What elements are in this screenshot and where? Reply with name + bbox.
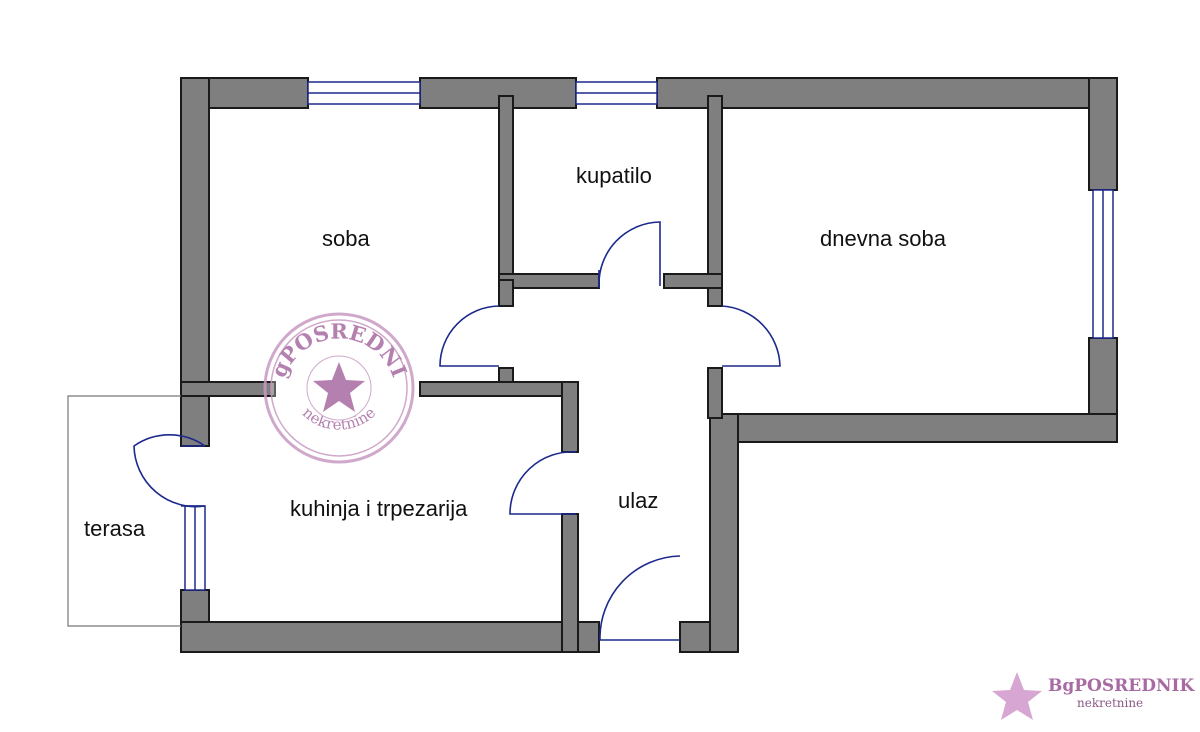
wall-bath-bottom-right bbox=[663, 273, 723, 289]
windows bbox=[184, 81, 1114, 591]
window-bathroom-top bbox=[575, 81, 658, 105]
label-ulaz: ulaz bbox=[618, 488, 658, 513]
label-kuhinja: kuhinja i trpezarija bbox=[290, 496, 468, 521]
window-bedroom-top bbox=[307, 81, 421, 105]
watermark-corner: BgPOSREDNIK nekretnine bbox=[992, 672, 1195, 720]
wall-living-left-lower bbox=[707, 367, 723, 419]
label-kupatilo: kupatilo bbox=[576, 163, 652, 188]
doors bbox=[133, 221, 781, 641]
door-entrance bbox=[599, 555, 681, 641]
wall-living-bottom bbox=[709, 413, 1118, 443]
wall-bottom-left bbox=[180, 621, 600, 653]
corner-brand-text: BgPOSREDNIK bbox=[1048, 676, 1195, 696]
label-terasa: terasa bbox=[84, 516, 146, 541]
door-kitchen bbox=[509, 451, 577, 515]
wall-bed-right-upper bbox=[498, 279, 514, 307]
wall-entrance-right bbox=[709, 413, 739, 653]
corner-star-icon bbox=[992, 672, 1042, 720]
walls bbox=[180, 77, 1118, 653]
window-kitchen-left bbox=[184, 505, 206, 591]
wall-top-right bbox=[656, 77, 1118, 109]
door-living bbox=[721, 305, 781, 367]
label-soba: soba bbox=[322, 226, 370, 251]
wall-kitchen-right-lower bbox=[561, 513, 579, 653]
wall-bed-kitchen-left bbox=[180, 381, 276, 397]
window-living-right bbox=[1092, 189, 1114, 339]
door-bedroom bbox=[439, 305, 500, 367]
wall-kitchen-right-upper bbox=[561, 381, 579, 453]
wall-bath-left bbox=[498, 95, 514, 287]
wall-bed-kitchen-right bbox=[419, 381, 579, 397]
wall-right-upper bbox=[1088, 77, 1118, 191]
door-bathroom bbox=[598, 221, 661, 288]
seal-star-icon bbox=[313, 362, 365, 412]
terrace-outline bbox=[67, 395, 181, 627]
door-terrace bbox=[133, 434, 206, 508]
wall-living-left-upper bbox=[707, 95, 723, 307]
corner-sub-text: nekretnine bbox=[1077, 696, 1143, 710]
label-dnevna-soba: dnevna soba bbox=[820, 226, 947, 251]
